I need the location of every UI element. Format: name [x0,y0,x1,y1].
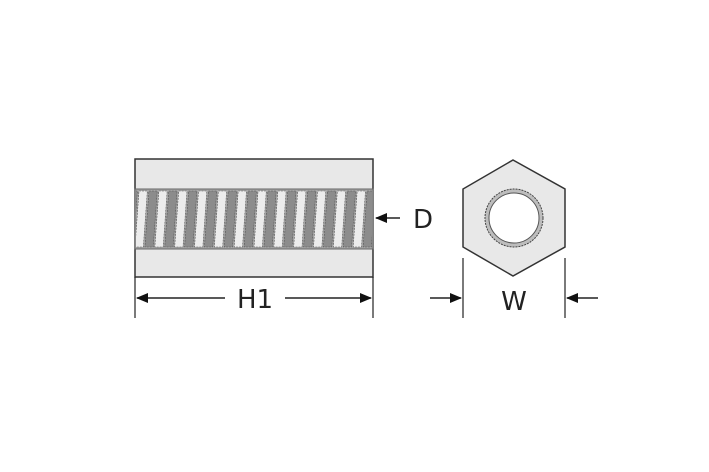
thread-stripe [204,190,218,248]
thread-stripe [253,190,267,248]
thread-stripe [273,190,287,248]
thread-stripe [115,191,127,247]
thread-stripe [263,190,277,248]
d-label: D [413,205,433,235]
thread-stripe [243,190,257,248]
thread-stripe [154,190,168,248]
thread-stripe [136,190,138,215]
thread-stripe [303,190,317,248]
h1-label: H1 [237,285,273,315]
thread-stripe [323,190,337,248]
thread-stripe [373,191,385,247]
thread-stripes [115,190,395,248]
w-label: W [501,287,527,317]
thread-stripe [233,190,247,248]
thread-stripe [144,190,158,248]
thread-stripe [333,190,346,248]
thread-stripe [383,191,395,247]
thread-stripe [164,190,178,248]
thread-stripe [313,190,327,248]
thread-stripe [194,190,208,248]
thread-stripe [283,190,297,248]
h1-dimension: H1 [134,277,374,318]
standoff-side-view [115,158,395,278]
thread-stripe [293,190,307,248]
thread-stripe [223,190,237,248]
thread-stripe [362,190,372,248]
thread-stripe [184,190,198,248]
thread-stripe [214,190,227,248]
w-dimension: W [430,258,598,318]
thread-stripe [136,190,148,248]
d-dimension: D [375,205,433,235]
thread-stripe [174,190,188,248]
standoff-end-view [462,159,566,277]
thread-hole [488,192,540,244]
thread-stripe [352,190,366,248]
thread-stripe [342,190,356,248]
